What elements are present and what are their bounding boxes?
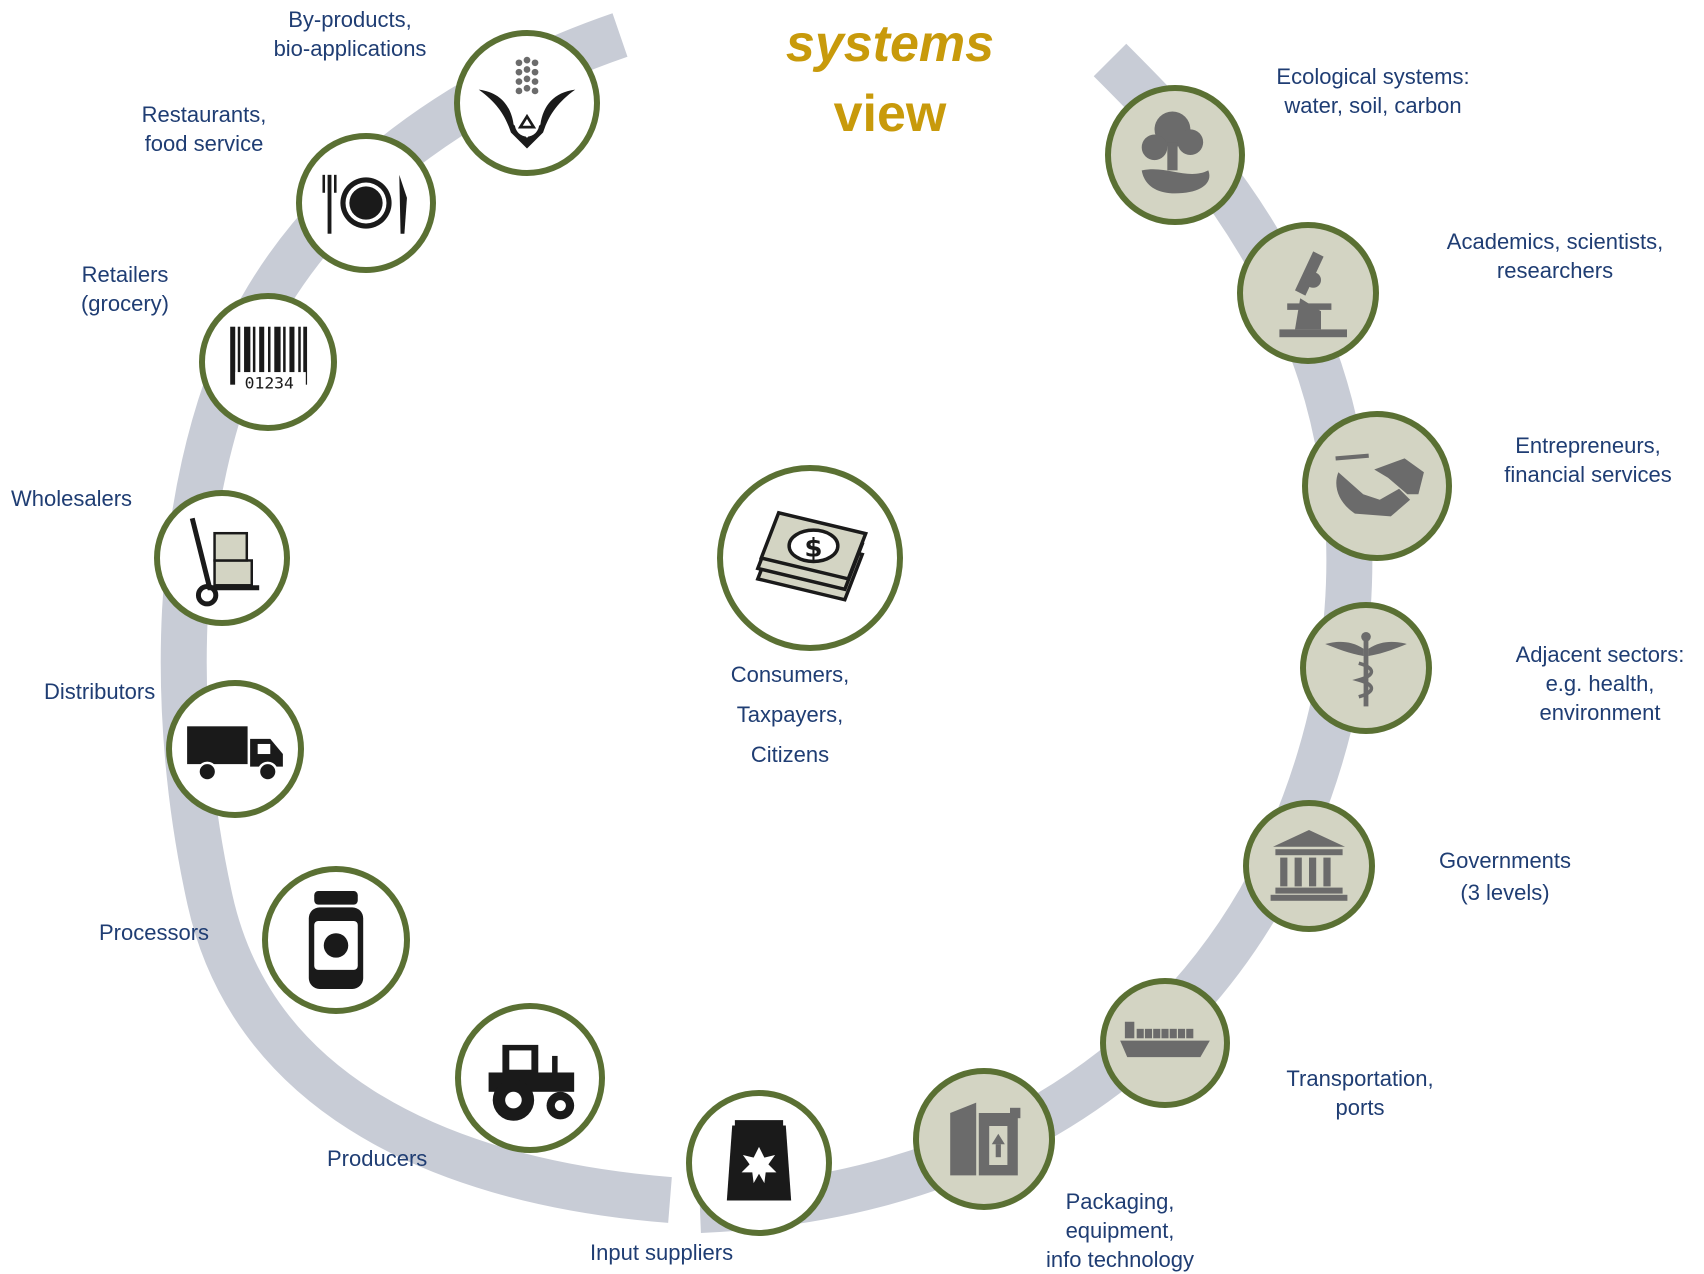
restaurants-label: Restaurants, food service (114, 100, 294, 158)
restaurants-node (296, 133, 436, 273)
distributors-label: Distributors (44, 679, 156, 704)
adjacent-sectors-label-line: environment (1539, 700, 1661, 725)
barcode-icon: 01234 (230, 326, 308, 392)
transportation-label-line: Transportation, (1286, 1066, 1434, 1091)
processors-node (262, 866, 410, 1014)
retailers-node: 01234 (199, 293, 337, 431)
ecological-label: Ecological systems: water, soil, carbon (1263, 62, 1483, 120)
retailers-label-line: Retailers (81, 262, 169, 287)
input-bag-icon (726, 1120, 792, 1201)
entrepreneurs-label: Entrepreneurs, financial services (1493, 431, 1683, 489)
packaging-node (913, 1068, 1055, 1210)
governments-label: Governments (3 levels) (1420, 845, 1590, 909)
handshake-icon (1335, 453, 1424, 517)
consumers-label-line: Consumers, (730, 662, 850, 687)
microscope-icon (1279, 251, 1347, 338)
wholesalers-node (154, 490, 290, 626)
consumers-label-line: Citizens (750, 742, 830, 767)
input-suppliers-label: Input suppliers (590, 1240, 734, 1265)
ecological-label-line: water, soil, carbon (1284, 93, 1462, 118)
transportation-label: Transportation, ports (1270, 1064, 1450, 1122)
corn-recycle-icon (478, 56, 576, 149)
tractor-icon (488, 1044, 575, 1121)
ecological-label-line: Ecological systems: (1276, 64, 1470, 89)
governments-label-line: (3 levels) (1460, 880, 1550, 905)
governments-node (1243, 800, 1375, 932)
processors-label: Processors (99, 920, 210, 945)
adjacent-sectors-label-line: Adjacent sectors: (1515, 642, 1685, 667)
svg-text:$: $ (804, 533, 822, 563)
consumers-node: $ (717, 465, 903, 651)
academics-label-line: researchers (1496, 258, 1614, 283)
factory-icon (950, 1102, 1021, 1176)
diagram-title-line2: view (833, 85, 947, 143)
retailers-label-line: (grocery) (80, 291, 169, 316)
packaging-label-line: Packaging, (1065, 1189, 1175, 1214)
academics-label-line: Academics, scientists, (1446, 229, 1664, 254)
producers-label: Producers (327, 1146, 428, 1171)
adjacent-sectors-node (1300, 602, 1432, 734)
by-products-node (454, 30, 600, 176)
distributors-node (166, 680, 304, 818)
restaurants-label-line: food service (144, 131, 264, 156)
academics-node (1237, 222, 1379, 364)
packaging-label-line: equipment, (1065, 1218, 1175, 1243)
packaging-label-line: info technology (1046, 1247, 1194, 1272)
government-icon (1270, 830, 1348, 901)
tree-river-icon (1141, 111, 1210, 194)
consumers-label-line: Taxpayers, (736, 702, 844, 727)
input-suppliers-node (686, 1090, 832, 1236)
transportation-node (1100, 978, 1230, 1108)
by-products-label: By-products, bio-applications (255, 5, 445, 63)
academics-label: Academics, scientists, researchers (1425, 227, 1685, 285)
entrepreneurs-node (1302, 411, 1452, 561)
adjacent-sectors-label: Adjacent sectors: e.g. health, environme… (1500, 640, 1700, 727)
adjacent-sectors-label-line: e.g. health, (1545, 671, 1655, 696)
entrepreneurs-label-line: financial services (1504, 462, 1672, 487)
ship-icon (1120, 1021, 1210, 1058)
ecological-node (1105, 85, 1245, 225)
entrepreneurs-label-line: Entrepreneurs, (1515, 433, 1661, 458)
transportation-label-line: ports (1335, 1095, 1385, 1120)
by-products-label-line: By-products, (288, 7, 412, 32)
wholesalers-label: Wholesalers (11, 486, 133, 511)
money-icon: $ (755, 510, 869, 602)
plate-icon (322, 174, 407, 234)
jar-icon (308, 891, 364, 989)
retailers-label: Retailers (grocery) (60, 260, 190, 318)
hand-truck-icon (189, 517, 260, 607)
producers-node (455, 1003, 605, 1153)
caduceus-icon (1325, 632, 1407, 707)
consumers-label: Consumers, Taxpayers, Citizens (700, 655, 880, 775)
governments-label-line: Governments (1438, 848, 1572, 873)
truck-icon (187, 726, 283, 782)
diagram-title-line1: systems (785, 15, 995, 73)
restaurants-label-line: Restaurants, (141, 102, 267, 127)
barcode-digits: 01234 (245, 373, 294, 392)
by-products-label-line: bio-applications (273, 36, 427, 61)
packaging-label: Packaging, equipment, info technology (1030, 1187, 1210, 1274)
